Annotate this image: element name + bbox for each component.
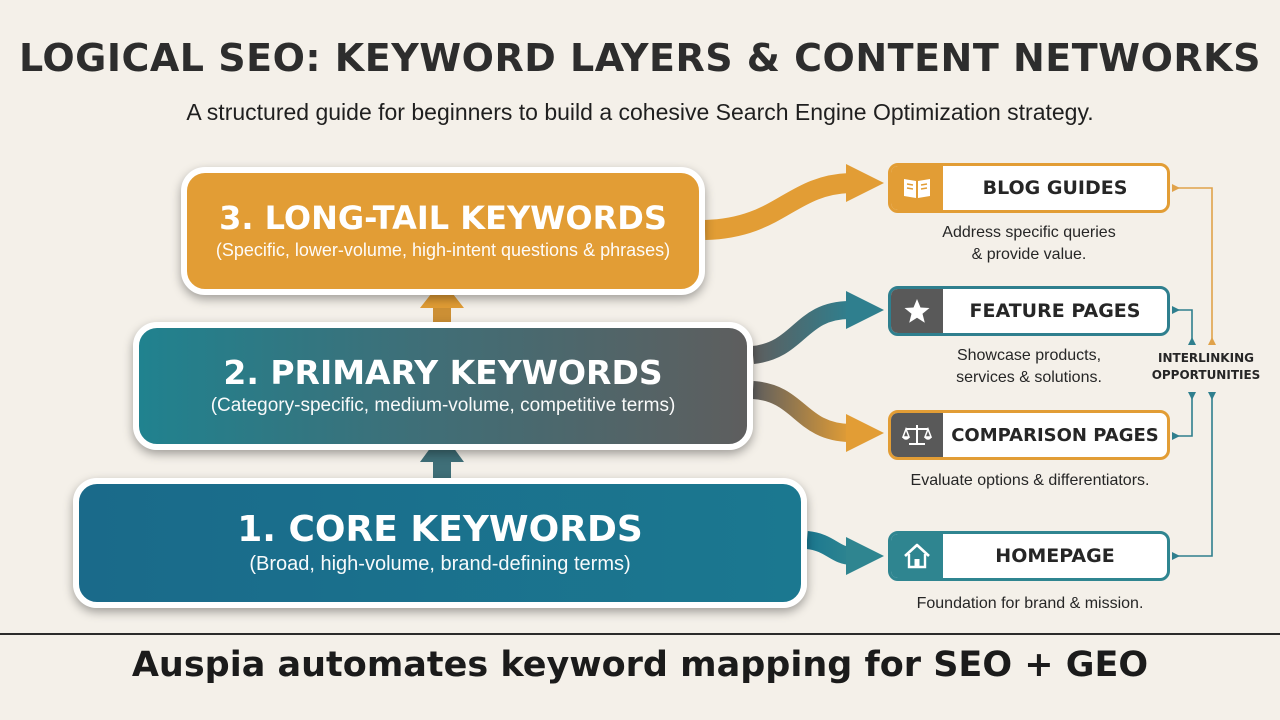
card-label: COMPARISON PAGES bbox=[951, 424, 1159, 446]
layer-subtitle: (Broad, high-volume, brand-defining term… bbox=[249, 553, 631, 576]
star-icon bbox=[891, 289, 943, 333]
book-icon bbox=[891, 166, 943, 210]
card-description-homepage: Foundation for brand & mission. bbox=[872, 593, 1188, 615]
layer-subtitle: (Specific, lower-volume, high-intent que… bbox=[215, 240, 671, 261]
description-line: & provide value. bbox=[971, 246, 1087, 264]
home-icon bbox=[891, 534, 943, 578]
page-title: LOGICAL SEO: KEYWORD LAYERS & CONTENT NE… bbox=[19, 36, 1261, 80]
layer-primary-keywords: 2. PRIMARY KEYWORDS (Category-specific, … bbox=[133, 322, 753, 450]
layer-title: 3. LONG-TAIL KEYWORDS bbox=[219, 198, 667, 237]
interlinking-line: INTERLINKING bbox=[1158, 351, 1254, 365]
card-homepage: HOMEPAGE bbox=[888, 531, 1170, 581]
card-label: HOMEPAGE bbox=[995, 545, 1115, 567]
card-label: FEATURE PAGES bbox=[969, 300, 1141, 322]
card-description-comparison-pages: Evaluate options & differentiators. bbox=[872, 470, 1188, 492]
layer-core-keywords: 1. CORE KEYWORDS (Broad, high-volume, br… bbox=[73, 478, 807, 608]
arrow-to-comparison-pages bbox=[751, 381, 884, 452]
arrow-to-blog-guides bbox=[704, 164, 884, 240]
card-description-blog-guides: Address specific queries & provide value… bbox=[888, 222, 1170, 267]
scale-icon bbox=[891, 413, 943, 457]
card-description-feature-pages: Showcase products, services & solutions. bbox=[888, 345, 1170, 390]
layer-subtitle: (Category-specific, medium-volume, compe… bbox=[210, 395, 676, 417]
card-feature-pages: FEATURE PAGES bbox=[888, 286, 1170, 336]
arrow-to-feature-pages bbox=[751, 291, 884, 364]
footer-divider bbox=[0, 633, 1280, 635]
arrow-to-homepage bbox=[805, 531, 884, 575]
card-blog-guides: BLOG GUIDES bbox=[888, 163, 1170, 213]
footer-tagline: Auspia automates keyword mapping for SEO… bbox=[131, 645, 1149, 685]
interlinking-line: OPPORTUNITIES bbox=[1151, 368, 1261, 383]
card-label: BLOG GUIDES bbox=[982, 177, 1128, 199]
description-line: services & solutions. bbox=[956, 369, 1102, 387]
card-comparison-pages: COMPARISON PAGES bbox=[888, 410, 1170, 460]
layer-long-tail-keywords: 3. LONG-TAIL KEYWORDS (Specific, lower-v… bbox=[181, 167, 705, 295]
description-line: Evaluate options & differentiators. bbox=[910, 472, 1150, 489]
layer-title: 2. PRIMARY KEYWORDS bbox=[223, 352, 663, 392]
page-subtitle: A structured guide for beginners to buil… bbox=[186, 99, 1094, 125]
interlinking-opportunities-label: INTERLINKING OPPORTUNITIES bbox=[1150, 350, 1262, 385]
interlinking-lines bbox=[1172, 184, 1216, 560]
layer-title: 1. CORE KEYWORDS bbox=[237, 508, 643, 550]
description-line: Foundation for brand & mission. bbox=[916, 595, 1144, 612]
description-line: Showcase products, bbox=[956, 347, 1102, 364]
description-line: Address specific queries bbox=[942, 224, 1116, 241]
